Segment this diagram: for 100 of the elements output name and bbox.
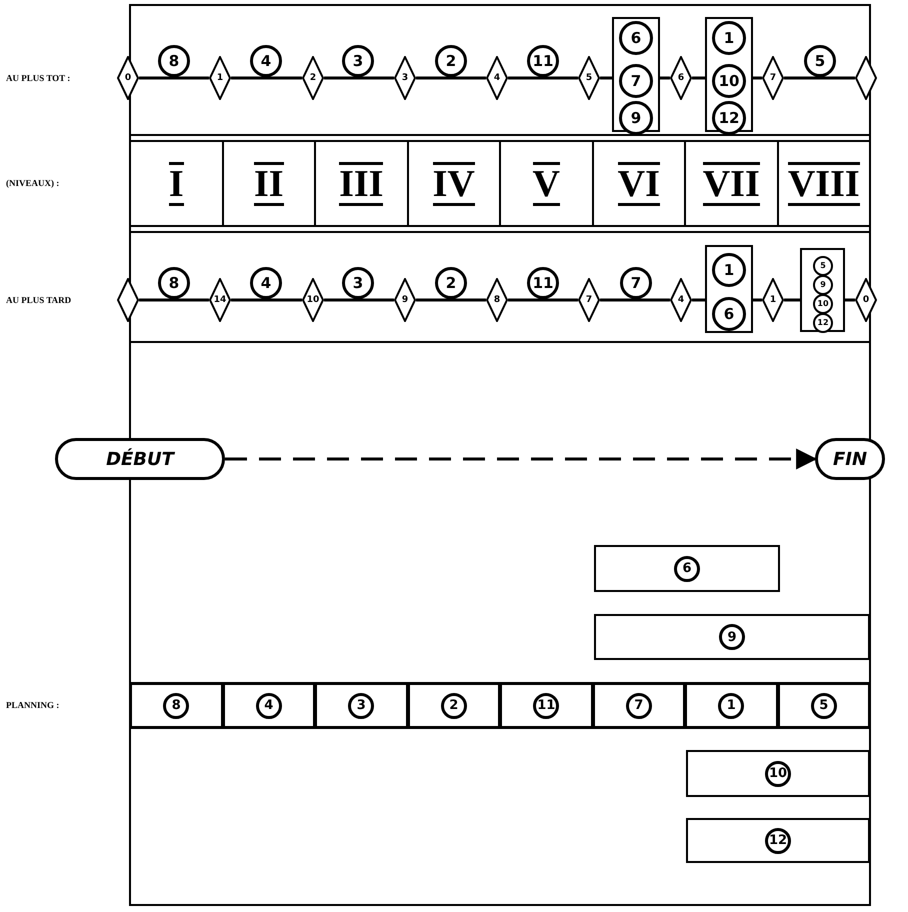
- event-diamond: 8: [486, 278, 508, 322]
- roman-numeral: II: [254, 162, 284, 206]
- planning-cell: [592, 683, 685, 728]
- group-box: [705, 17, 753, 132]
- connector-line: [845, 298, 855, 302]
- task-bar: [594, 545, 780, 592]
- activity-circle: 8: [158, 45, 190, 77]
- connector-line: [324, 298, 394, 302]
- event-diamond: 14: [209, 278, 231, 322]
- activity-circle: 10: [712, 64, 746, 98]
- connector-line: [139, 76, 209, 80]
- activity-circle: 9: [813, 275, 833, 295]
- level-cell: [222, 141, 315, 226]
- planning-cell: [222, 683, 315, 728]
- activity-number: 11: [533, 692, 560, 718]
- terminal-node: FIN: [815, 438, 885, 480]
- roman-numeral: III: [339, 162, 384, 206]
- event-diamond: 0: [855, 278, 877, 322]
- activity-circle: 3: [342, 45, 374, 77]
- connector-line: [660, 76, 670, 80]
- connector-line: [784, 298, 800, 302]
- activity-circle: 6: [712, 297, 746, 331]
- event-diamond: 0: [117, 56, 139, 100]
- planning-cell: [315, 683, 408, 728]
- row-label: PLANNING :: [6, 700, 60, 710]
- activity-number: 8: [163, 692, 190, 718]
- group-box: [705, 245, 753, 333]
- connector-line: [600, 298, 670, 302]
- connector-line: [225, 448, 818, 470]
- activity-number: 4: [256, 692, 282, 718]
- roman-numeral: VI: [618, 162, 660, 206]
- event-diamond: 1: [209, 56, 231, 100]
- connector-line: [324, 76, 394, 80]
- activity-circle: 8: [158, 267, 190, 299]
- event-diamond: 4: [670, 278, 692, 322]
- connector-line: [416, 298, 486, 302]
- connector-line: [753, 298, 762, 302]
- activity-circle: 4: [250, 45, 282, 77]
- activity-circle: 5: [813, 256, 833, 276]
- activity-circle: 1: [712, 21, 746, 55]
- row-label: (NIVEAUX) :: [6, 178, 60, 188]
- activity-circle: 5: [804, 45, 836, 77]
- activity-number: 9: [719, 624, 745, 650]
- roman-numeral: VII: [702, 162, 760, 206]
- activity-circle: 4: [250, 267, 282, 299]
- connector-line: [600, 76, 612, 80]
- planning-cell: [778, 683, 870, 728]
- event-diamond: [855, 56, 877, 100]
- connector-line: [784, 76, 855, 80]
- activity-circle: 2: [435, 45, 467, 77]
- task-bar: [686, 750, 870, 797]
- activity-number: 1: [718, 692, 744, 718]
- activity-circle: 11: [527, 45, 559, 77]
- activity-circle: 7: [620, 267, 652, 299]
- connector-line: [139, 298, 209, 302]
- event-diamond: 7: [762, 56, 784, 100]
- group-box: [800, 248, 845, 332]
- planning-cell: [408, 683, 500, 728]
- planning-cell: [130, 683, 222, 728]
- activity-circle: 6: [619, 21, 653, 55]
- activity-number: 3: [348, 692, 374, 718]
- event-diamond: 3: [394, 56, 416, 100]
- roman-numeral: IV: [432, 162, 475, 206]
- event-diamond: 1: [762, 278, 784, 322]
- connector-line: [231, 76, 302, 80]
- activity-number: 7: [626, 692, 652, 718]
- connector-line: [753, 76, 762, 80]
- connector-line: [416, 76, 486, 80]
- event-diamond: 6: [670, 56, 692, 100]
- activity-circle: 12: [712, 101, 746, 135]
- activity-number: 2: [440, 692, 467, 718]
- connector-line: [508, 76, 578, 80]
- event-diamond: 10: [302, 278, 324, 322]
- connector-line: [231, 298, 302, 302]
- level-cell: [592, 141, 685, 226]
- connector-line: [692, 298, 705, 302]
- activity-circle: 1: [712, 253, 746, 287]
- event-diamond: 4: [486, 56, 508, 100]
- roman-numeral: VIII: [788, 162, 860, 206]
- planning-cell: [500, 683, 592, 728]
- event-diamond: [117, 278, 139, 322]
- event-diamond: 2: [302, 56, 324, 100]
- connector-line: [692, 76, 705, 80]
- activity-circle: 10: [813, 294, 833, 314]
- group-box: [612, 17, 660, 132]
- planning-cell: [685, 683, 778, 728]
- activity-number: 5: [810, 692, 837, 718]
- roman-numeral: I: [168, 162, 184, 206]
- activity-number: 10: [765, 760, 791, 786]
- roman-numeral: V: [532, 162, 560, 206]
- event-diamond: 9: [394, 278, 416, 322]
- terminal-node: DÉBUT: [55, 438, 225, 480]
- activity-circle: 11: [527, 267, 559, 299]
- activity-circle: 12: [813, 313, 833, 333]
- task-bar: [594, 614, 870, 660]
- level-cell: [408, 141, 500, 226]
- activity-number: 12: [765, 828, 791, 854]
- activity-circle: 2: [435, 267, 467, 299]
- event-diamond: 5: [578, 56, 600, 100]
- row-label: AU PLUS TARD: [6, 295, 72, 305]
